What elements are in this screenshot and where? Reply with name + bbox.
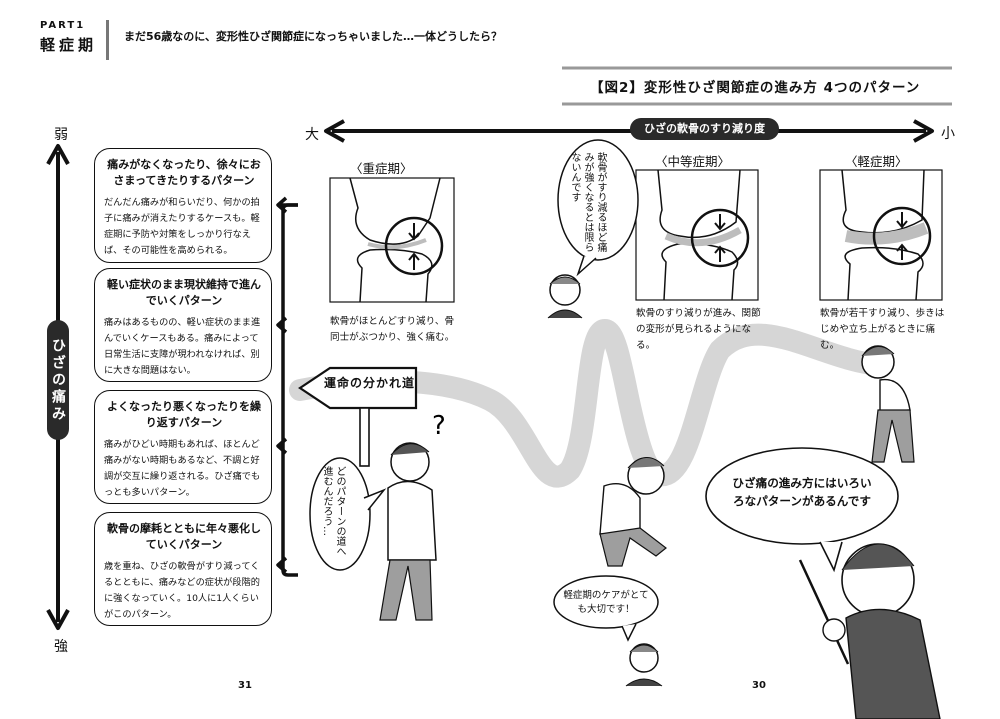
care-text: 軽症期のケアがとても大切です！ — [563, 590, 649, 615]
care-balloon — [553, 575, 659, 629]
stage-caption-severe: 軟骨がほとんどすり減り、骨同士がぶつかり、強く痛む。 — [330, 316, 455, 343]
thinking-man-figure: ? — [379, 411, 446, 621]
pattern-title: よくなったり悪くなったりを繰り返すパターン — [107, 400, 261, 429]
pattern-box-stable: 軽い症状のまま現状維持で進んでいくパターン 痛みはあるものの、軽い症状のまま進ん… — [94, 268, 272, 382]
bent-man-figure — [861, 345, 915, 463]
pain-axis-top-label: 弱 — [54, 127, 68, 143]
wear-axis-label: ひざの軟骨のすり減り度 — [630, 118, 779, 140]
road-path — [289, 318, 891, 488]
small-doctor-bottom — [625, 643, 663, 687]
pattern-body: 痛みがひどい時期もあれば、ほとんど痛みがない時期もあるなど、不調と好調が交互に繰… — [104, 439, 261, 498]
teacher-figure — [798, 543, 941, 719]
pattern-title: 痛みがなくなったり、徐々におさまってきたりするパターン — [107, 158, 261, 187]
part-label: PART1 — [40, 20, 86, 31]
wear-axis-right-label: 小 — [941, 126, 955, 142]
pattern-box-worsening: 軟骨の摩耗とともに年々悪化していくパターン 歳を重ね、ひざの軟骨がすり減ってくる… — [94, 512, 272, 626]
crossroads-sign-text: 運命の分かれ道 — [324, 376, 416, 390]
suffering-man-figure — [599, 457, 667, 567]
pattern-body: 歳を重ね、ひざの軟骨がすり減ってくるとともに、痛みなどの症状が段階的に強くなって… — [104, 561, 260, 620]
pain-axis-label: ひざの痛み — [47, 320, 69, 440]
stage-caption-moderate: 軟骨のすり減りが進み、関節の変形が見られるようになる。 — [636, 308, 761, 351]
main-speech-balloon — [705, 447, 899, 545]
header-question: まだ56歳なのに、変形性ひざ関節症になっちゃいました…一体どうしたら？ — [124, 30, 502, 43]
main-speech-text: ひざ痛の進み方にはいろいろなパターンがあるんです — [732, 476, 872, 508]
pattern-title: 軟骨の摩耗とともに年々悪化していくパターン — [107, 522, 261, 551]
pain-axis-bottom-label: 強 — [54, 639, 68, 655]
figure-title: 【図2】変形性ひざ関節症の進み方 4つのパターン — [590, 80, 921, 96]
pattern-title: 軽い症状のまま現状維持で進んでいくパターン — [107, 278, 261, 307]
header-divider — [106, 20, 109, 60]
pattern-bracket — [276, 196, 298, 577]
knee-severe — [329, 177, 455, 303]
stage-caption-mild: 軟骨が若干すり減り、歩きはじめや立ち上がるときに痛む。 — [820, 308, 945, 351]
small-doctor-figure — [547, 274, 583, 319]
svg-text:?: ? — [432, 411, 446, 441]
pattern-body: だんだん痛みが和らいだり、何かの拍子に痛みが消えたりするケースも。軽症期に予防や… — [104, 197, 260, 256]
knee-mild — [819, 169, 943, 301]
chapter-stage: 軽症期 — [40, 36, 98, 54]
pattern-body: 痛みはあるものの、軽い症状のまま進んでいくケースもある。痛みによって日常生活に支… — [104, 317, 261, 376]
pattern-box-improving: 痛みがなくなったり、徐々におさまってきたりするパターン だんだん痛みが和らいだり… — [94, 148, 272, 263]
wondering-balloon — [309, 457, 371, 571]
wondering-text: どのパターンの道へ進むんだろう… — [321, 466, 345, 556]
stage-label-severe: 〈重症期〉 — [350, 161, 413, 176]
doctor-note-balloon — [557, 139, 639, 261]
page-number-left: 31 — [238, 680, 252, 691]
pattern-box-fluctuating: よくなったり悪くなったりを繰り返すパターン 痛みがひどい時期もあれば、ほとんど痛… — [94, 390, 272, 504]
knee-moderate — [635, 169, 759, 301]
crossroads-signpost — [298, 366, 418, 467]
stage-label-mild: 〈軽症期〉 — [845, 154, 908, 169]
stage-label-moderate: 〈中等症期〉 — [655, 154, 731, 169]
wear-axis-left-label: 大 — [305, 127, 319, 143]
doctor-note-text: 軟骨がすり減るほど痛みが強くなるとは限らないんです — [569, 152, 606, 252]
wear-arrow — [324, 119, 934, 143]
page-number-right: 30 — [752, 680, 766, 691]
